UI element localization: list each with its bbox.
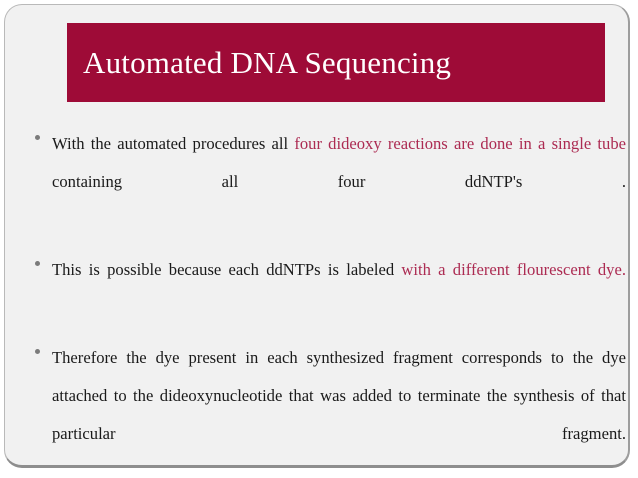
slide-card: Automated DNA Sequencing With the automa… — [4, 4, 630, 468]
bullet-dot-icon — [35, 349, 40, 354]
bullet-item-3: Therefore the dye present in each synthe… — [34, 339, 626, 465]
slide-title: Automated DNA Sequencing — [83, 45, 452, 80]
accent-run: with a different flourescent dye. — [401, 260, 626, 279]
bullet-text-3: Therefore the dye present in each synthe… — [52, 339, 626, 465]
bullet-dot-icon — [35, 135, 40, 140]
text-run: With the automated procedures all — [52, 134, 295, 153]
bullet-dot-icon — [35, 261, 40, 266]
bullet-item-1: With the automated procedures all four d… — [34, 125, 626, 239]
bullet-text-2: This is possible because each ddNTPs is … — [52, 251, 626, 327]
slide-body: With the automated procedures all four d… — [34, 125, 626, 465]
slide-title-banner: Automated DNA Sequencing — [67, 23, 605, 102]
text-run: This is possible because each ddNTPs is … — [52, 260, 402, 279]
bullet-text-1: With the automated procedures all four d… — [52, 125, 626, 239]
text-run: Therefore the dye present in each synthe… — [52, 348, 626, 443]
accent-run: four dideoxy reactions are done in a sin… — [294, 134, 626, 153]
bullet-item-2: This is possible because each ddNTPs is … — [34, 251, 626, 327]
text-run: containing all four ddNTP's . — [52, 172, 626, 191]
